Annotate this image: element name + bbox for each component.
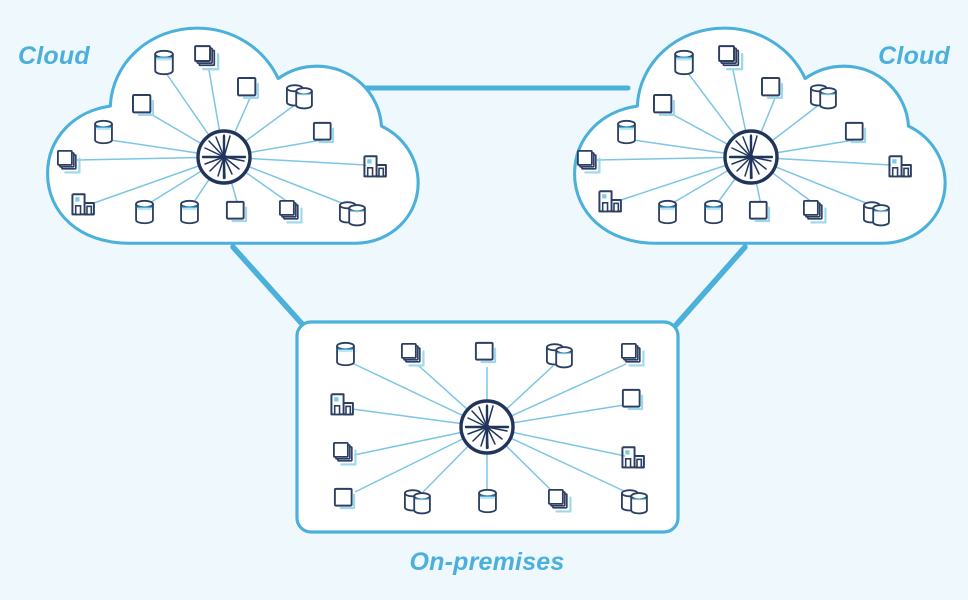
square-icon[interactable]: [225, 200, 248, 223]
double-cylinder-icon[interactable]: [809, 84, 837, 110]
double-cylinder-icon[interactable]: [545, 343, 573, 369]
square-icon[interactable]: [844, 121, 867, 144]
region-cloud-right[interactable]: Cloud: [573, 26, 951, 245]
double-cylinder-icon[interactable]: [338, 201, 366, 227]
hub-starburst-icon[interactable]: [196, 129, 252, 185]
square-icon[interactable]: [621, 388, 644, 411]
region-connectors: [230, 85, 748, 328]
region-label-cloud-left: Cloud: [18, 42, 90, 70]
square-icon[interactable]: [474, 341, 497, 364]
database-cylinder-icon[interactable]: [704, 199, 723, 225]
square-icon[interactable]: [652, 93, 675, 116]
database-cylinder-icon[interactable]: [336, 341, 355, 367]
square-icon[interactable]: [760, 76, 783, 99]
hub-starburst-icon[interactable]: [723, 129, 779, 185]
database-cylinder-icon[interactable]: [658, 199, 677, 225]
database-cylinder-icon[interactable]: [180, 199, 199, 225]
double-cylinder-icon[interactable]: [403, 489, 431, 515]
region-on-premises[interactable]: On-premises: [295, 320, 680, 576]
connector-cloud-left-to-on-premises: [230, 244, 306, 328]
database-cylinder-icon[interactable]: [154, 49, 174, 76]
square-icon[interactable]: [236, 76, 259, 99]
region-label-on-premises: On-premises: [409, 548, 564, 576]
hub-starburst-icon[interactable]: [459, 399, 515, 455]
database-cylinder-icon[interactable]: [478, 488, 497, 514]
region-cloud-left[interactable]: Cloud: [18, 26, 420, 245]
database-cylinder-icon[interactable]: [674, 49, 694, 76]
double-cylinder-icon[interactable]: [620, 489, 648, 515]
square-icon[interactable]: [312, 121, 335, 144]
square-icon[interactable]: [748, 200, 771, 223]
square-icon[interactable]: [333, 487, 356, 510]
database-cylinder-icon[interactable]: [94, 119, 113, 145]
database-cylinder-icon[interactable]: [617, 119, 636, 145]
square-icon[interactable]: [131, 93, 154, 116]
connector-cloud-right-to-on-premises: [673, 244, 748, 328]
double-cylinder-icon[interactable]: [285, 84, 313, 110]
region-label-cloud-right: Cloud: [878, 42, 950, 70]
database-cylinder-icon[interactable]: [135, 199, 154, 225]
double-cylinder-icon[interactable]: [862, 201, 890, 227]
